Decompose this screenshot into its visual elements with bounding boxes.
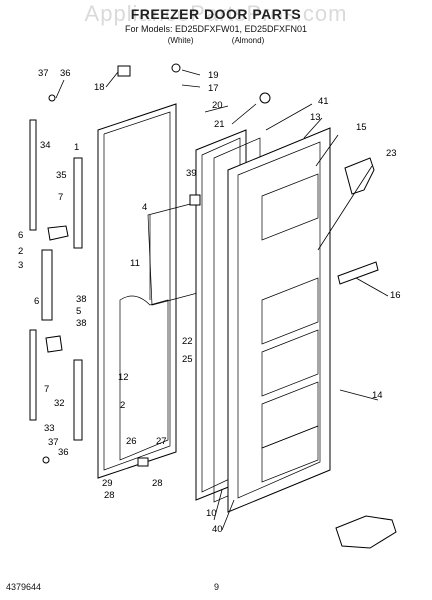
callout-12: 12 [118, 372, 129, 383]
callout-1: 1 [74, 142, 79, 153]
callout-29: 29 [102, 478, 113, 489]
color-almond: (Almond) [231, 36, 265, 45]
callout-38: 38 [76, 318, 87, 329]
callout-16: 16 [390, 290, 401, 301]
callout-10: 10 [206, 508, 217, 519]
callout-37: 37 [48, 437, 59, 448]
hardware-parts [42, 63, 397, 549]
callout-36: 36 [60, 68, 71, 79]
callout-28: 28 [104, 490, 115, 501]
callout-17: 17 [208, 83, 219, 94]
page-title: FREEZER DOOR PARTS [130, 6, 302, 22]
callout-3: 3 [18, 260, 23, 271]
callout-7: 7 [44, 384, 49, 395]
inner-door-liner [227, 127, 331, 513]
callout-36: 36 [58, 447, 69, 458]
callout-7: 7 [58, 192, 63, 203]
model-numbers: For Models: ED25DFXFW01, ED25DFXFN01 [124, 24, 308, 34]
callout-35: 35 [56, 170, 67, 181]
callout-28: 28 [152, 478, 163, 489]
callout-41: 41 [318, 96, 329, 107]
callouts: 37 36 18 19 17 20 21 41 13 15 23 34 1 39… [18, 68, 401, 535]
callout-40: 40 [212, 524, 223, 535]
callout-14: 14 [372, 390, 383, 401]
callout-15: 15 [356, 122, 367, 133]
callout-20: 20 [212, 100, 223, 111]
leader-lines [55, 69, 389, 531]
callout-39: 39 [186, 168, 197, 179]
callout-33: 33 [44, 423, 55, 434]
callout-38: 38 [76, 294, 87, 305]
callout-23: 23 [386, 148, 397, 159]
callout-6: 6 [18, 230, 23, 241]
callout-27: 27 [156, 436, 167, 447]
callout-21: 21 [214, 119, 225, 130]
callout-2: 2 [18, 246, 23, 257]
color-white: (White) [167, 36, 194, 45]
page-number: 9 [214, 582, 220, 592]
callout-13: 13 [310, 112, 321, 123]
left-side-parts [29, 119, 83, 441]
callout-34: 34 [40, 140, 51, 151]
callout-4: 4 [142, 202, 147, 213]
callout-6: 6 [34, 296, 39, 307]
callout-2: 2 [120, 400, 125, 411]
callout-11: 11 [130, 258, 140, 269]
callout-26: 26 [126, 436, 137, 447]
callout-22: 22 [182, 336, 193, 347]
callout-18: 18 [94, 82, 105, 93]
document-number: 4379644 [6, 582, 42, 592]
callout-25: 25 [182, 354, 193, 365]
watermark: AppliancePartsPros.com [84, 1, 348, 26]
callout-19: 19 [208, 70, 219, 81]
callout-5: 5 [76, 306, 81, 317]
color-variants: (White) (Almond) [0, 36, 432, 45]
callout-32: 32 [54, 398, 65, 409]
callout-37: 37 [38, 68, 49, 79]
